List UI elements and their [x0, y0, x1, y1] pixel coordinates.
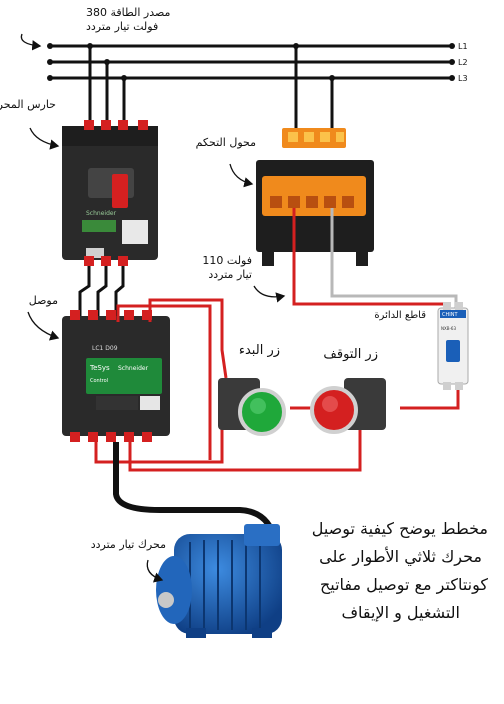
contactor-device: [62, 310, 170, 442]
caption-line-2: محرك ثلاثي الأطوار على: [319, 546, 482, 567]
circuit-breaker-device: [437, 302, 469, 390]
breaker-label: قاطع الدائرة: [374, 310, 426, 321]
motor-label: محرك تيار متردد: [91, 538, 166, 551]
caption-line-1: مخطط يوضح كيفية توصيل: [312, 519, 488, 539]
supply-bus: [47, 43, 455, 132]
contactor-sub-text: Control: [90, 378, 108, 384]
line-l2-label: L2: [458, 58, 468, 67]
line-l1-label: L1: [458, 42, 468, 51]
caption-line-4: التشغيل و الإيقاف: [341, 603, 460, 623]
guard-brand-text: Schneider: [86, 210, 117, 217]
contactor-label: موصل: [29, 294, 58, 307]
control-transformer-device: [256, 128, 374, 266]
contactor-series-text: TeSys: [89, 364, 110, 372]
v110-label-2: تيار متردد: [208, 268, 252, 281]
breaker-brand-text: CHINT: [442, 312, 458, 318]
guard-to-contactor-wires: [78, 266, 125, 318]
source-label-2: فولت تيار متردد: [86, 20, 158, 33]
v110-label-1: 110 فولت: [202, 254, 252, 267]
stop-button-label: زر التوقف: [323, 347, 378, 362]
contactor-model-text: LC1 D09: [92, 345, 118, 352]
start-button-device: [218, 378, 286, 436]
contactor-brand-text: Schneider: [118, 365, 149, 372]
control-transformer-label: محول التحكم: [196, 136, 256, 149]
source-label-1: مصدر الطاقة 380: [86, 6, 171, 19]
breaker-model-text: NXB-63: [441, 326, 456, 331]
start-button-label: زر البدء: [239, 343, 280, 358]
motor-device: [156, 524, 282, 638]
stop-button-device: [310, 378, 386, 434]
caption-line-3: كونتاكتر مع توصيل مفاتيح: [320, 575, 488, 595]
motor-guard-device: [62, 120, 158, 266]
motor-guard-label: حارس المحرك: [0, 98, 56, 111]
line-l3-label: L3: [458, 74, 468, 83]
